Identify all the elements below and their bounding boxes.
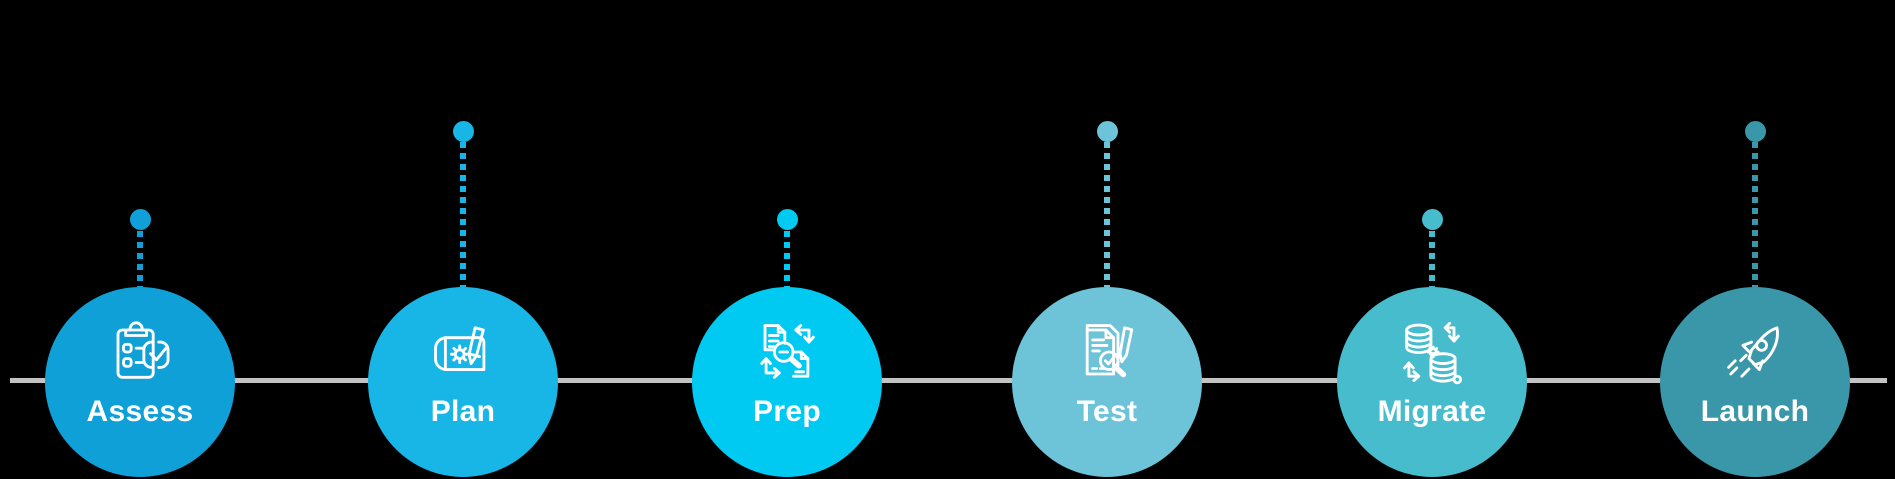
step-assess: Assess [45,0,235,479]
step-circle: Prep [692,287,882,477]
dotted-connector [1104,142,1110,287]
blueprint-gear-pencil-icon [427,319,499,385]
step-circle: Plan [368,287,558,477]
step-label: Migrate [1377,395,1487,428]
dotted-connector [784,231,790,287]
step-circle: Migrate [1337,287,1527,477]
step-migrate: Migrate [1337,0,1527,479]
step-circle: Launch [1660,287,1850,477]
timeline-dot [776,209,798,230]
step-test: Test [1012,0,1202,479]
dotted-connector [1429,231,1435,287]
dotted-connector [137,231,143,287]
step-label: Plan [430,395,496,428]
timeline-dot [129,209,151,230]
timeline-dot [1096,121,1118,142]
step-plan: Plan [368,0,558,479]
timeline-dot [452,121,474,142]
step-label: Assess [86,395,194,428]
clipboard-check-icon [104,319,176,385]
step-circle: Assess [45,287,235,477]
dotted-connector [1752,142,1758,287]
document-check-magnifier-icon [1071,319,1143,385]
step-label: Test [1076,395,1138,428]
database-transfer-icon [1396,319,1468,385]
step-label: Launch [1700,395,1810,428]
timeline-line [10,378,1887,383]
document-sync-search-icon [751,319,823,385]
step-label: Prep [753,395,821,428]
dotted-connector [460,142,466,287]
step-launch: Launch [1660,0,1850,479]
timeline-dot [1744,121,1766,142]
step-circle: Test [1012,287,1202,477]
step-prep: Prep [692,0,882,479]
rocket-icon [1719,319,1791,385]
timeline-dot [1421,209,1443,230]
